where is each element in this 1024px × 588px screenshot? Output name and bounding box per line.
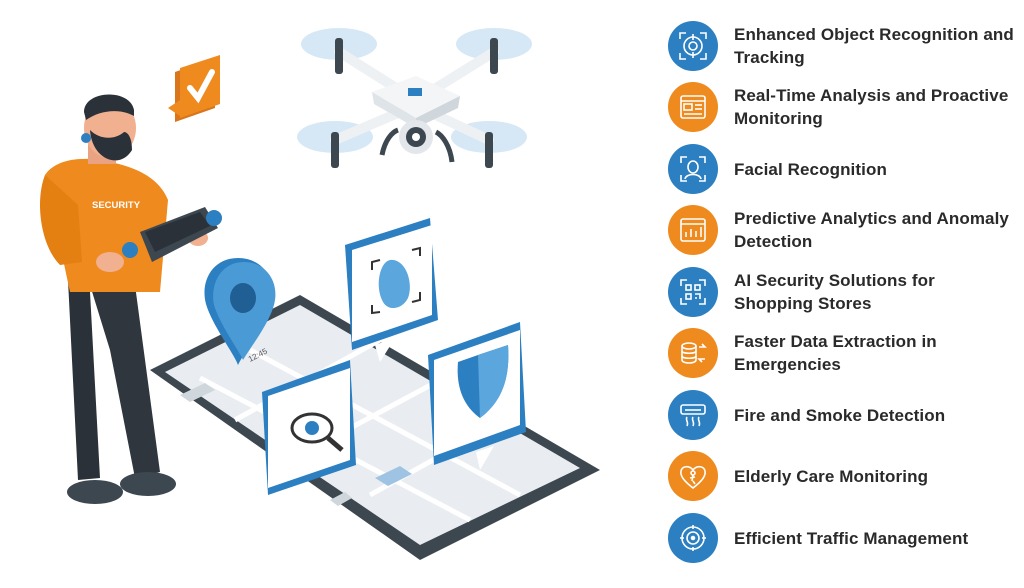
- feature-item: Efficient Traffic Management: [668, 510, 1018, 566]
- feature-label: Real-Time Analysis and Proactive Monitor…: [734, 86, 1009, 128]
- analytics-chart-icon: [680, 218, 706, 242]
- feature-badge: [668, 82, 718, 132]
- checkmark-badge-icon: [168, 55, 220, 122]
- database-transfer-icon: [681, 342, 707, 364]
- feature-item: Real-Time Analysis and Proactive Monitor…: [668, 79, 1018, 135]
- feature-badge: [668, 328, 718, 378]
- feature-label: Facial Recognition: [734, 159, 887, 179]
- feature-badge: [668, 390, 718, 440]
- feature-badge: [668, 267, 718, 317]
- feature-label: Efficient Traffic Management: [734, 528, 969, 548]
- traffic-target-icon: [680, 525, 706, 551]
- shield-security-card: [428, 322, 526, 470]
- feature-label: Fire and Smoke Detection: [734, 405, 946, 425]
- eye-surveillance-card: [262, 360, 356, 495]
- illustration: 12:45: [40, 28, 600, 560]
- feature-label: Elderly Care Monitoring: [734, 466, 929, 486]
- shirt-text: SECURITY: [92, 200, 141, 211]
- qr-scan-icon: [680, 279, 706, 305]
- feature-item: AI Security Solutions for Shopping Store…: [668, 264, 1018, 320]
- security-guard: SECURITY: [40, 94, 222, 504]
- smoke-detector-icon: [680, 404, 706, 427]
- location-pin-icon: [204, 258, 276, 365]
- feature-label: AI Security Solutions for Shopping Store…: [734, 271, 935, 313]
- feature-item: Predictive Analytics and Anomaly Detecti…: [668, 202, 1018, 258]
- feature-item: Fire and Smoke Detection: [668, 387, 1018, 443]
- face-scan-icon: [680, 156, 706, 182]
- feature-item: Facial Recognition: [668, 141, 1018, 197]
- feature-item: Faster Data Extraction in Emergencies: [668, 325, 1018, 381]
- feature-badge: [668, 21, 718, 71]
- feature-badge: [668, 144, 718, 194]
- dashboard-monitor-icon: [680, 95, 706, 119]
- face-recognition-card: [345, 218, 438, 362]
- feature-badge: [668, 451, 718, 501]
- drone: [297, 28, 532, 168]
- feature-item: Elderly Care Monitoring: [668, 448, 1018, 504]
- feature-label: Enhanced Object Recognition and Tracking: [734, 25, 1014, 67]
- feature-badge: [668, 205, 718, 255]
- target-scan-icon: [679, 32, 707, 60]
- feature-label: Faster Data Extraction in Emergencies: [734, 332, 937, 374]
- heart-care-icon: [680, 465, 706, 490]
- feature-badge: [668, 513, 718, 563]
- feature-label: Predictive Analytics and Anomaly Detecti…: [734, 209, 1009, 251]
- feature-item: Enhanced Object Recognition and Tracking: [668, 18, 1018, 74]
